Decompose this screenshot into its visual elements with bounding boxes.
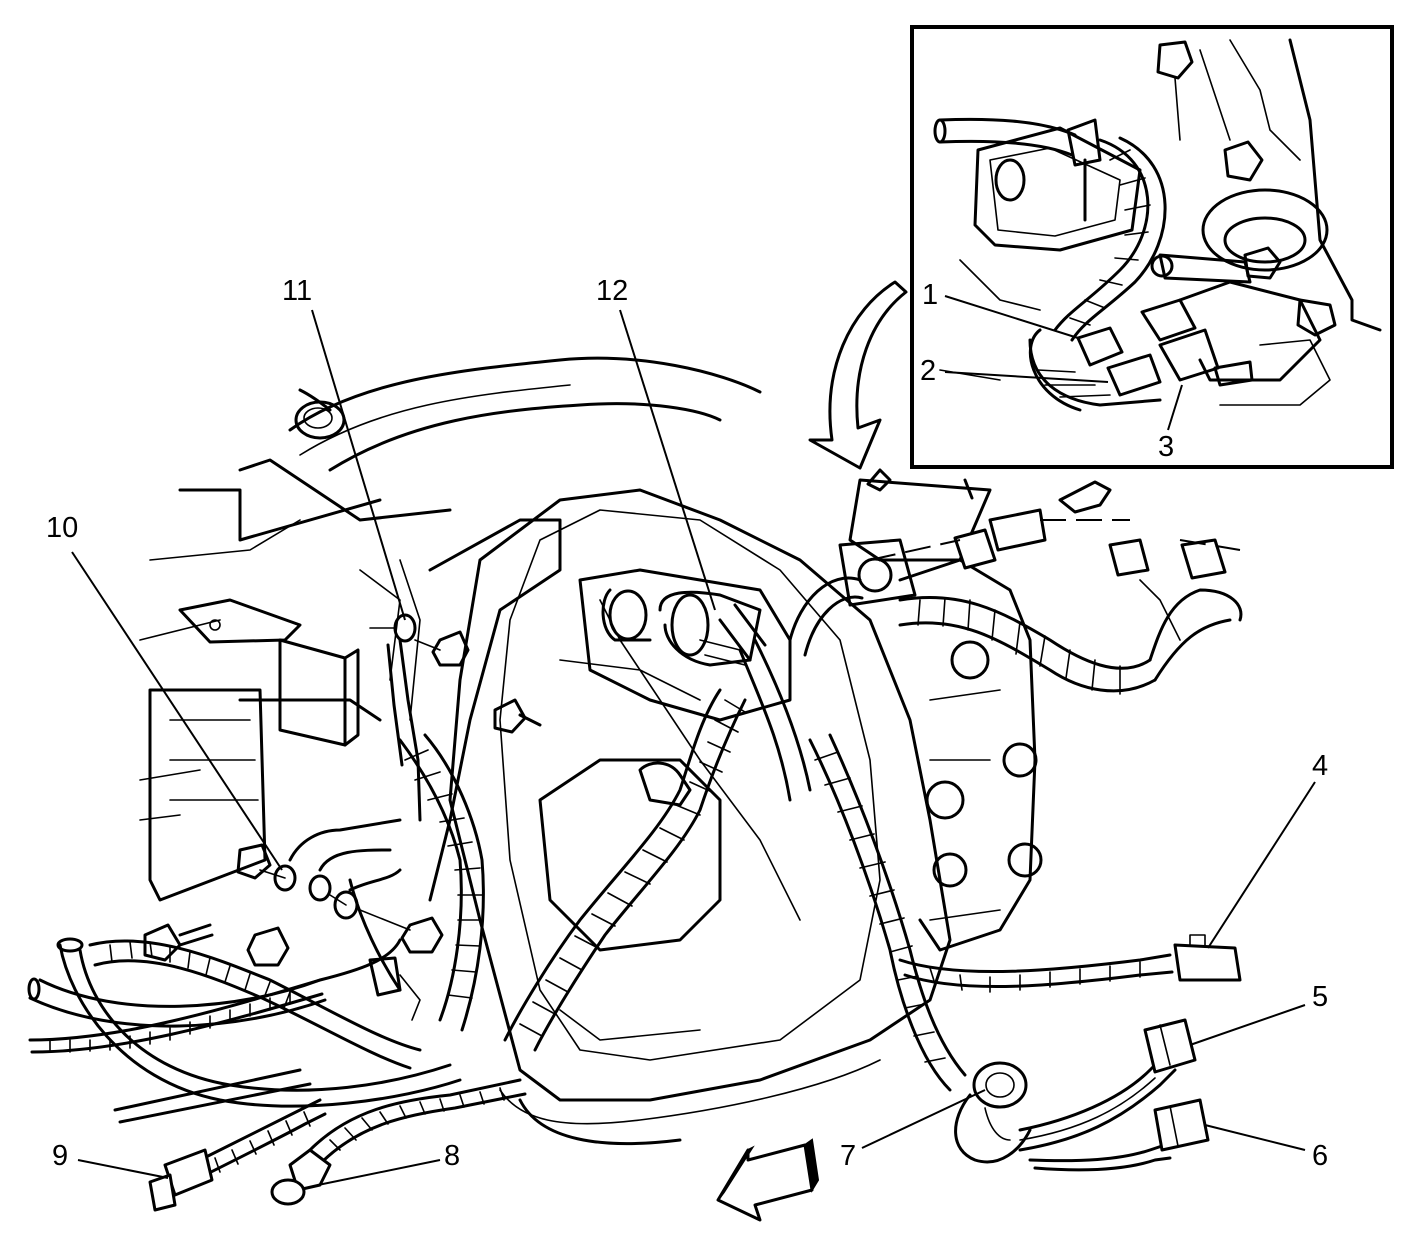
callout-12: 12 [596, 275, 628, 307]
inset-frame [910, 25, 1394, 469]
inset-detail [910, 25, 1394, 469]
callout-2: 2 [920, 355, 936, 387]
callout-8: 8 [444, 1140, 460, 1172]
leader-lines [71, 309, 1316, 1186]
transaxle-assembly [139, 356, 1043, 1146]
callout-6: 6 [1312, 1140, 1328, 1172]
callout-11: 11 [282, 275, 312, 307]
callout-4: 4 [1312, 750, 1328, 782]
callout-5: 5 [1312, 981, 1328, 1013]
callout-numbers: 1 2 3 4 5 6 7 8 9 10 11 12 [46, 275, 1328, 1172]
wiring-harness [27, 480, 1243, 1222]
callout-10: 10 [46, 512, 78, 544]
callout-7: 7 [840, 1140, 856, 1172]
detail-arrow [808, 280, 908, 470]
callout-9: 9 [52, 1140, 68, 1172]
callout-1: 1 [922, 279, 938, 311]
front-direction-arrow [716, 1143, 814, 1222]
callout-3: 3 [1158, 431, 1174, 463]
